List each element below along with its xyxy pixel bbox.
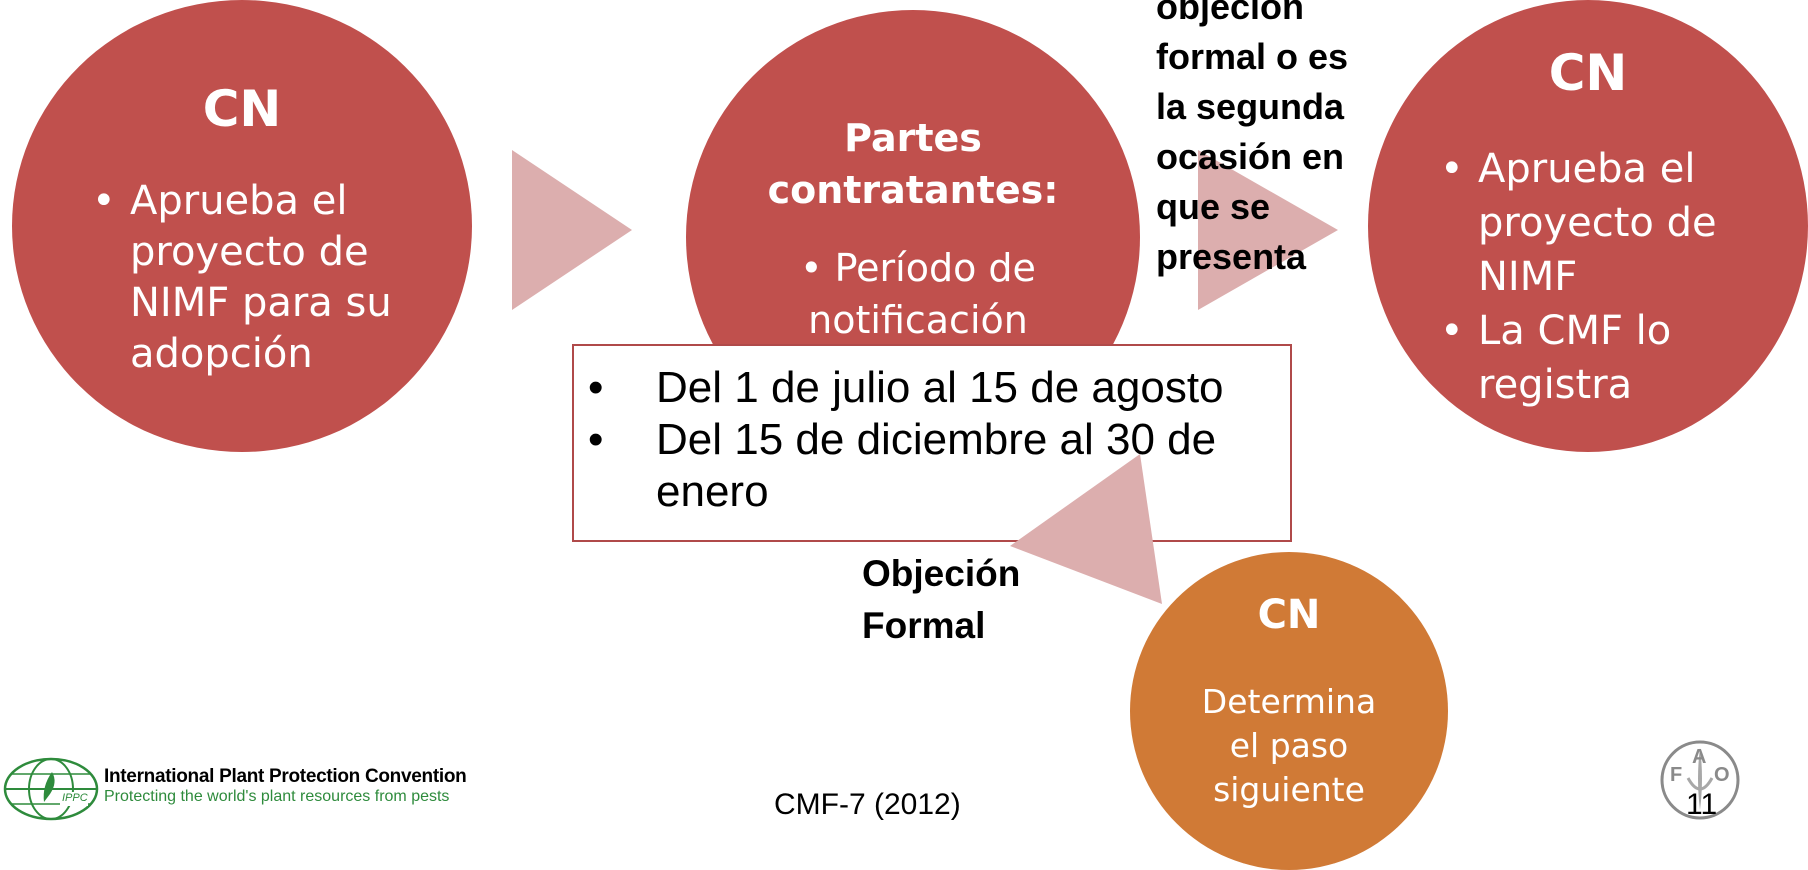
objection-label: Objeción Formal bbox=[862, 553, 1021, 646]
circle-title: CN bbox=[1548, 44, 1628, 102]
fao-letter: O bbox=[1714, 764, 1730, 786]
no-objection-label: objeción formal o es la segunda ocasión … bbox=[1156, 0, 1349, 277]
circle-text: Determina el paso siguiente bbox=[1201, 682, 1377, 809]
bullet-item: •Aprueba el proyecto de NIMF para su ado… bbox=[92, 178, 392, 377]
circle-cn-approve: CN •Aprueba el proyecto de NIMF para su … bbox=[12, 0, 472, 452]
ippc-subtitle: Protecting the world's plant resources f… bbox=[104, 788, 450, 805]
notification-period-box: •Del 1 de julio al 15 de agosto •Del 15 … bbox=[572, 344, 1292, 542]
period-item: •Del 15 de diciembre al 30 de enero bbox=[588, 415, 1217, 516]
period-list: •Del 1 de julio al 15 de agosto •Del 15 … bbox=[574, 346, 1290, 518]
bullet-item: •Aprueba el proyecto de NIMF bbox=[1440, 146, 1717, 300]
ippc-title: International Plant Protection Conventio… bbox=[104, 766, 467, 787]
arrow-objection bbox=[1010, 454, 1162, 604]
arrow-right-2 bbox=[1198, 150, 1338, 310]
circle-bullet: • Período de notificación bbox=[800, 246, 1036, 342]
circle-title: CN bbox=[202, 80, 282, 138]
bullet-item: •La CMF lo registra bbox=[1440, 308, 1672, 408]
page-number: 11 bbox=[1686, 788, 1718, 821]
circle-cn-next-step: CN Determina el paso siguiente bbox=[1130, 552, 1448, 870]
circle-bullets: •Aprueba el proyecto de NIMF para su ado… bbox=[92, 176, 430, 380]
globe-icon bbox=[3, 757, 99, 821]
circle-title-line1: Partes bbox=[844, 116, 982, 160]
circle-cn-final: CN •Aprueba el proyecto de NIMF •La CMF … bbox=[1368, 0, 1808, 452]
circle-title-line2: contratantes: bbox=[767, 168, 1059, 212]
ippc-logo-text: IPPC bbox=[62, 792, 88, 804]
fao-logo: F A O bbox=[1660, 738, 1740, 822]
circle-bullets: •Aprueba el proyecto de NIMF •La CMF lo … bbox=[1440, 142, 1778, 412]
circle-title: CN bbox=[1257, 592, 1321, 638]
period-item: •Del 1 de julio al 15 de agosto bbox=[588, 363, 1224, 412]
session-label: CMF-7 (2012) bbox=[774, 788, 961, 821]
fao-letter: A bbox=[1692, 746, 1707, 768]
fao-letter: F bbox=[1670, 764, 1683, 786]
ippc-logo: IPPC bbox=[2, 756, 100, 822]
arrow-right-1 bbox=[512, 150, 632, 310]
fao-seal-icon bbox=[1660, 740, 1740, 820]
